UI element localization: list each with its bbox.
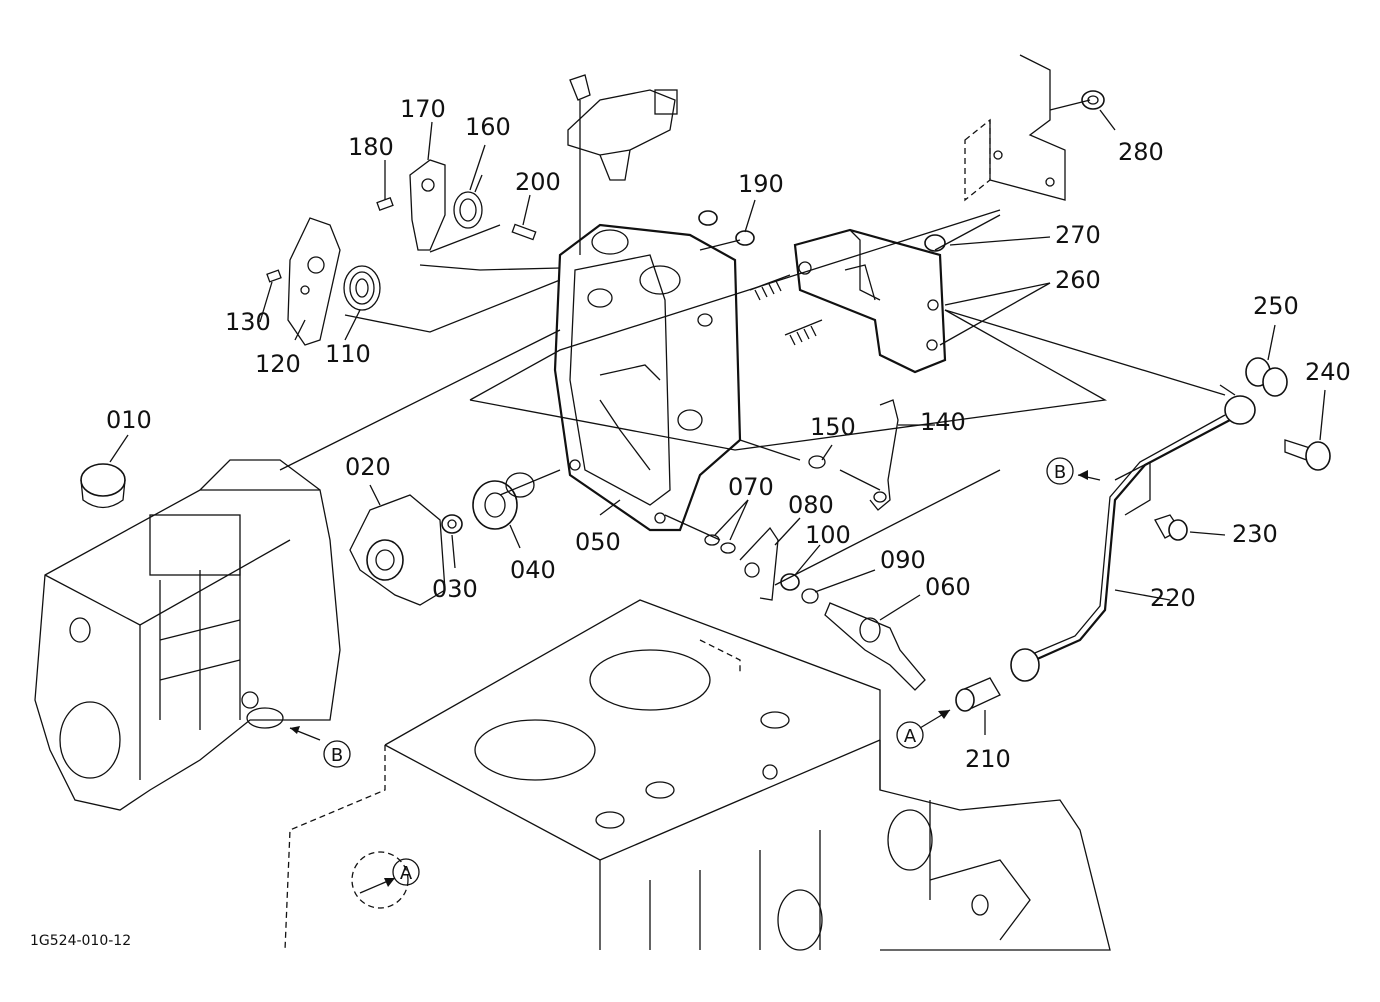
washers-250 xyxy=(1245,357,1288,397)
part-label-170: 170 xyxy=(400,95,446,123)
svg-text:A: A xyxy=(400,863,413,884)
solenoid-assembly xyxy=(567,74,678,255)
fork-020 xyxy=(349,494,446,606)
svg-text:B: B xyxy=(1054,462,1066,483)
part-label-220: 220 xyxy=(1150,584,1196,612)
part-label-210: 210 xyxy=(965,745,1011,773)
bolt-270 xyxy=(924,234,946,252)
pipe-220 xyxy=(1010,395,1256,682)
part-label-230: 230 xyxy=(1232,520,1278,548)
fitting-210 xyxy=(955,677,1001,712)
svg-text:B: B xyxy=(331,745,343,766)
part-label-240: 240 xyxy=(1305,358,1351,386)
part-label-200: 200 xyxy=(515,168,561,196)
diagram-code: 1G524-010-12 xyxy=(30,933,131,949)
part-label-130: 130 xyxy=(225,308,271,336)
governor-housing-050 xyxy=(553,223,742,532)
part-label-040: 040 xyxy=(510,556,556,584)
pin-180 xyxy=(376,197,394,211)
svg-text:A: A xyxy=(904,726,917,747)
part-label-180: 180 xyxy=(348,133,394,161)
washer-100 xyxy=(780,573,800,591)
plate-080 xyxy=(739,526,779,601)
lever-120 xyxy=(287,217,341,346)
part-label-110: 110 xyxy=(325,340,371,368)
spring-160 xyxy=(453,174,483,229)
bolt-240 xyxy=(1284,439,1331,471)
part-labels: 010 020 030 040 050 060 070 080 090 100 … xyxy=(106,95,1351,773)
part-label-090: 090 xyxy=(880,546,926,574)
cap-010 xyxy=(80,463,126,509)
lever-170 xyxy=(409,159,446,251)
engine-block xyxy=(284,599,1111,951)
bolt-190 xyxy=(698,210,755,246)
shaft-060 xyxy=(824,602,926,691)
sleeve-040 xyxy=(472,472,535,530)
nut-280 xyxy=(1081,90,1105,110)
oring-150 xyxy=(808,455,826,469)
part-label-070: 070 xyxy=(728,473,774,501)
part-label-270: 270 xyxy=(1055,221,1101,249)
part-label-050: 050 xyxy=(575,528,621,556)
part-label-060: 060 xyxy=(925,573,971,601)
ref-label-a-right: A xyxy=(896,721,924,749)
ref-arrows xyxy=(289,384,1236,894)
part-label-190: 190 xyxy=(738,170,784,198)
ref-label-a-bottom: A xyxy=(392,858,420,886)
part-label-150: 150 xyxy=(810,413,856,441)
bracket-280 xyxy=(964,54,1066,202)
part-label-120: 120 xyxy=(255,350,301,378)
clip-090 xyxy=(801,588,819,604)
part-label-260: 260 xyxy=(1055,266,1101,294)
part-label-140: 140 xyxy=(920,408,966,436)
part-label-030: 030 xyxy=(432,575,478,603)
part-label-080: 080 xyxy=(788,491,834,519)
part-label-010: 010 xyxy=(106,406,152,434)
nut-030 xyxy=(441,514,463,534)
pin-130 xyxy=(266,269,282,283)
ref-label-b-right: B xyxy=(1046,457,1074,485)
part-label-100: 100 xyxy=(805,521,851,549)
lever-140 xyxy=(839,399,899,511)
part-label-280: 280 xyxy=(1118,138,1164,166)
ref-label-b-left: B xyxy=(323,740,351,768)
control-plate-260 xyxy=(749,228,947,374)
gear-case xyxy=(34,459,341,811)
pin-200 xyxy=(511,223,537,241)
part-label-250: 250 xyxy=(1253,292,1299,320)
part-label-020: 020 xyxy=(345,453,391,481)
part-label-160: 160 xyxy=(465,113,511,141)
bolt-230 xyxy=(1154,514,1188,541)
leader-lines xyxy=(109,109,1326,735)
spring-110 xyxy=(343,265,381,311)
